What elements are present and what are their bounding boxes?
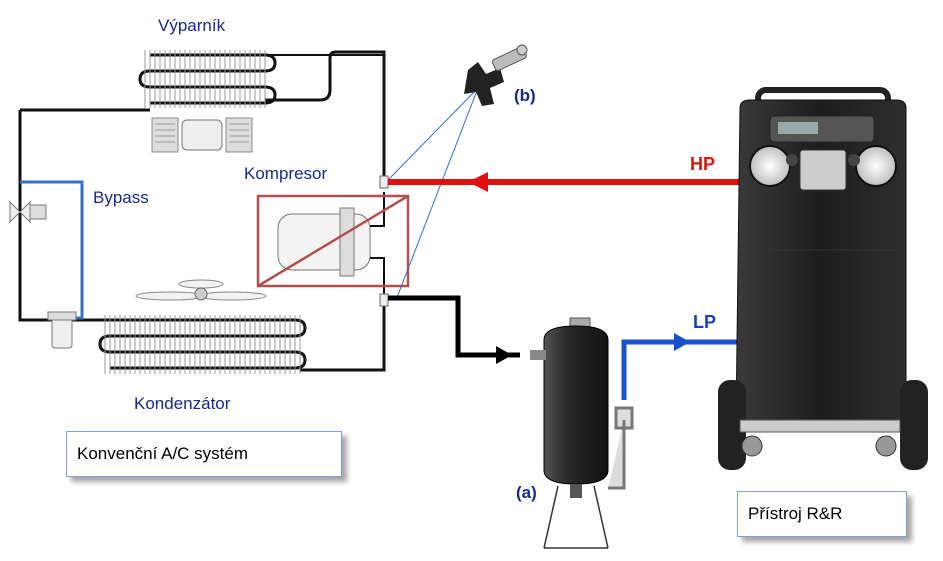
- service-coupler-icon: [464, 44, 528, 106]
- discharge-line: [388, 295, 520, 364]
- lp-service-port: [379, 293, 389, 307]
- part-a-label: (a): [516, 483, 537, 502]
- lp-label: LP: [693, 312, 717, 332]
- hp-label: HP: [690, 154, 716, 174]
- refrigerant-loop: [18, 50, 386, 372]
- conventional-system-box: Konvenční A/C systém: [66, 431, 342, 477]
- condenser-label: Kondenzátor: [134, 394, 231, 413]
- evaporator-fins: [144, 50, 266, 108]
- bypass-label: Bypass: [93, 188, 149, 207]
- hp-service-port: [379, 175, 389, 189]
- compressor-label: Kompresor: [244, 164, 328, 183]
- condenser-coil: [98, 318, 307, 370]
- rr-device-box: Přístroj R&R: [737, 491, 907, 537]
- recovery-tank: [530, 317, 634, 549]
- filter-drier-icon: [47, 311, 77, 349]
- part-b-label: (b): [514, 86, 536, 105]
- compressor: [277, 192, 385, 300]
- rr-machine: [718, 87, 928, 470]
- bypass-valve-icon: [9, 200, 47, 224]
- compressor-crossed-box: [256, 194, 410, 288]
- hp-line: [388, 172, 800, 192]
- coupler-pointer-lines: [387, 87, 479, 301]
- evaporator-coil: [138, 53, 277, 105]
- evaporator-blower: [151, 117, 253, 153]
- condenser-fan-icon: [135, 279, 267, 301]
- condenser-fins: [104, 315, 301, 374]
- evaporator-label: Výparník: [158, 16, 226, 35]
